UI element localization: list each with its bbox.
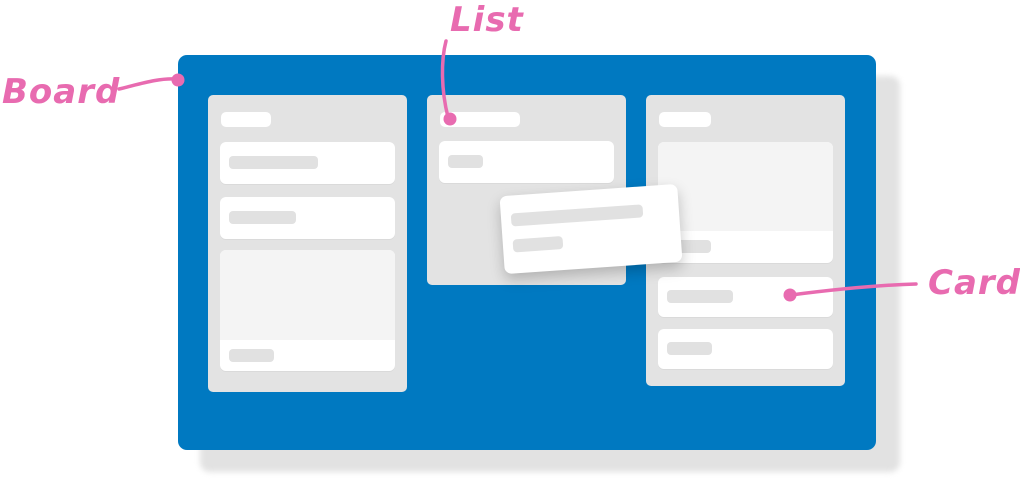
card-pointer-dot [783,288,797,302]
list-1 [208,95,407,392]
card-with-cover[interactable] [658,142,833,263]
list-pointer-dot [443,112,457,126]
list-header-placeholder [659,112,711,127]
card-cover-placeholder [658,142,833,231]
card[interactable] [658,329,833,369]
card[interactable] [220,142,395,184]
card-text-placeholder [667,290,733,303]
card-text-placeholder [448,155,483,168]
list-pointer-line [440,39,450,119]
board-pointer-line [117,77,178,91]
list-annotation-label: List [450,0,524,40]
card-cover-placeholder [220,250,395,340]
card-text-placeholder [229,211,296,224]
card[interactable] [658,277,833,317]
card-pointer-line [789,282,918,297]
card[interactable] [220,197,395,239]
card-annotation-label: Card [928,263,1020,303]
card-text-placeholder [667,342,712,355]
board-pointer-dot [171,73,185,87]
card-text-placeholder [229,156,318,169]
list-header-placeholder [221,112,271,127]
board-annotation-label: Board [2,72,121,112]
card-text-placeholder [229,349,274,362]
list-header-placeholder [440,112,520,127]
card[interactable] [439,141,614,183]
card-with-cover[interactable] [220,250,395,371]
